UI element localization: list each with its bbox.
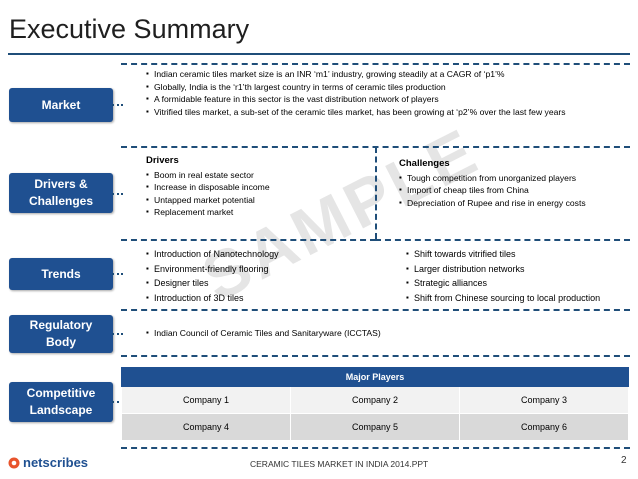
- trend-item: Strategic alliances: [406, 276, 628, 291]
- challenges-block: Challenges Tough competition from unorga…: [399, 158, 624, 209]
- logo-text: netscribes: [23, 455, 89, 470]
- company-cell: Company 4: [121, 413, 291, 441]
- drivers-bottom-separator-right: [375, 239, 630, 241]
- company-cell: Company 6: [459, 413, 629, 441]
- driver-item: Boom in real estate sector: [146, 169, 366, 182]
- drivers-bottom-separator-left: [121, 239, 376, 241]
- driver-item: Replacement market: [146, 206, 366, 219]
- major-players-header: Major Players: [121, 367, 629, 387]
- regulatory-connector: [112, 333, 123, 335]
- market-bullets: Indian ceramic tiles market size is an I…: [146, 68, 606, 118]
- trends-left: Introduction of Nanotechnology Environme…: [146, 247, 386, 305]
- regulatory-bottom-separator: [121, 355, 630, 357]
- table-row: Company 1 Company 2 Company 3: [121, 386, 629, 414]
- regulatory-label-line2: Body: [46, 335, 76, 349]
- drivers-label-line2: Challenges: [28, 194, 94, 208]
- page-title: Executive Summary: [9, 14, 250, 44]
- company-cell: Company 5: [290, 413, 460, 441]
- market-bullet-4: Vitrified tiles market, a sub-set of the…: [146, 106, 606, 119]
- market-top-separator: [121, 63, 630, 65]
- trend-item: Designer tiles: [146, 276, 386, 291]
- company-cell: Company 3: [459, 386, 629, 414]
- major-players-table: Major Players Company 1 Company 2 Compan…: [121, 367, 629, 441]
- regulatory-bullets: Indian Council of Ceramic Tiles and Sani…: [146, 327, 546, 340]
- market-bullet-2: Globally, India is the ‘r1’th largest co…: [146, 81, 606, 94]
- footer-doc-title: CERAMIC TILES MARKET IN INDIA 2014.PPT: [250, 459, 429, 469]
- trends-right: Shift towards vitrified tiles Larger dis…: [406, 247, 628, 305]
- drivers-challenges-divider: [375, 147, 377, 239]
- market-label-text: Market: [41, 97, 81, 112]
- trends-connector: [112, 273, 123, 275]
- company-cell: Company 1: [121, 386, 291, 414]
- competitive-connector: [112, 401, 123, 403]
- drivers-label-line1: Drivers &: [34, 177, 88, 191]
- trend-item: Introduction of 3D tiles: [146, 291, 386, 306]
- challenge-item: Tough competition from unorganized playe…: [399, 172, 624, 185]
- company-cell: Company 2: [290, 386, 460, 414]
- trend-item: Environment-friendly flooring: [146, 262, 386, 277]
- trend-item: Larger distribution networks: [406, 262, 628, 277]
- page-number: 2: [621, 455, 627, 466]
- drivers-heading: Drivers: [146, 155, 179, 166]
- trend-item: Introduction of Nanotechnology: [146, 247, 386, 262]
- title-underline: [8, 53, 630, 55]
- driver-item: Increase in disposable income: [146, 181, 366, 194]
- competitive-label-line1: Competitive: [26, 386, 96, 400]
- drivers-block: Drivers Boom in real estate sector Incre…: [146, 155, 366, 219]
- market-bullet-1: Indian ceramic tiles market size is an I…: [146, 68, 606, 81]
- trends-label: Trends: [9, 258, 113, 290]
- regulatory-item: Indian Council of Ceramic Tiles and Sani…: [146, 327, 546, 340]
- challenge-item: Import of cheap tiles from China: [399, 184, 624, 197]
- regulatory-label-line1: Regulatory: [29, 318, 93, 332]
- drivers-challenges-label: Drivers & Challenges: [9, 173, 113, 213]
- challenges-heading: Challenges: [399, 158, 450, 169]
- trends-bottom-separator: [121, 309, 630, 311]
- netscribes-logo: netscribes: [8, 455, 88, 470]
- trend-item: Shift towards vitrified tiles: [406, 247, 628, 262]
- table-row: Company 4 Company 5 Company 6: [121, 413, 629, 441]
- market-bullet-3: A formidable feature in this sector is t…: [146, 93, 606, 106]
- market-label: Market: [9, 88, 113, 122]
- market-connector: [112, 104, 123, 106]
- logo-mark-icon: [8, 457, 20, 468]
- drivers-connector: [112, 193, 123, 195]
- competitive-label-line2: Landscape: [29, 403, 93, 417]
- regulatory-label: Regulatory Body: [9, 315, 113, 353]
- challenge-item: Depreciation of Rupee and rise in energy…: [399, 197, 624, 210]
- driver-item: Untapped market potential: [146, 194, 366, 207]
- trend-item: Shift from Chinese sourcing to local pro…: [406, 291, 628, 306]
- footer-separator: [121, 447, 630, 449]
- competitive-label: Competitive Landscape: [9, 382, 113, 422]
- trends-label-text: Trends: [41, 266, 81, 281]
